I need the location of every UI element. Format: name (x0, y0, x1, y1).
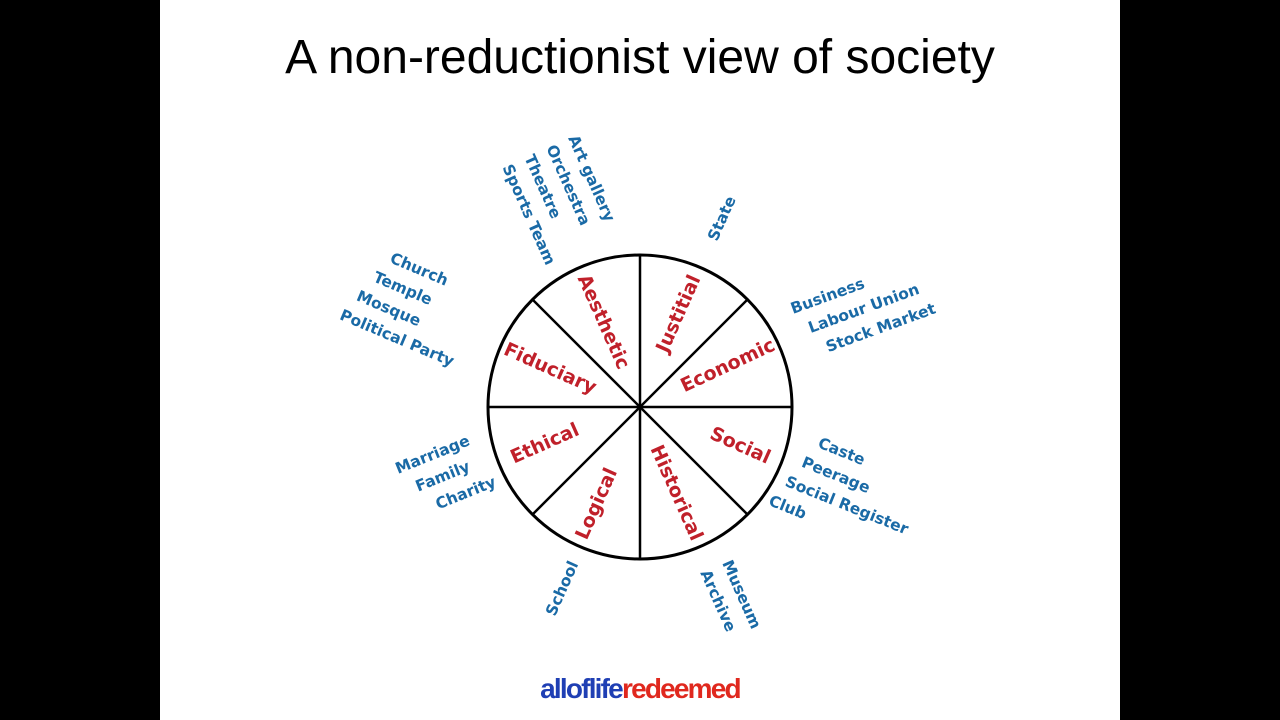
examples-aesthetic: Art gallery Orchestra Theatre Sports Tea… (499, 132, 619, 267)
example-item: State (704, 193, 740, 243)
wheel-spokes (488, 255, 792, 559)
segment-ethical: Ethical (507, 419, 582, 469)
society-wheel-diagram: Aesthetic Justitial Economic Social Hist… (337, 132, 938, 634)
examples-fiduciary: Church Temple Mosque Political Party (337, 249, 457, 370)
examples-social: Caste Peerage Social Register Club (766, 434, 911, 538)
examples-historical: Museum Archive (696, 557, 764, 634)
spoke-diagonal-b (531, 298, 749, 516)
site-logo: allofliferedeemed (160, 673, 1120, 705)
segment-fiduciary: Fiduciary (501, 338, 601, 399)
example-item: School (542, 558, 582, 618)
slide-title: A non-reductionist view of society (285, 31, 995, 84)
logo-part-1: alloflife (540, 673, 624, 704)
examples-ethical: Marriage Family Charity (393, 432, 499, 514)
segment-justitial: Justitial (651, 272, 705, 358)
examples-logical: School (542, 558, 582, 618)
segment-historical: Historical (646, 442, 708, 544)
examples-justitial: State (704, 193, 740, 243)
logo-part-2: redeemed (621, 673, 742, 704)
segment-economic: Economic (677, 334, 778, 397)
examples-economic: Business Labour Union Stock Market (788, 274, 938, 356)
segment-logical: Logical (571, 465, 622, 543)
segment-aesthetic: Aesthetic (573, 271, 634, 372)
slide: A non-reductionist view of society Aesth… (160, 0, 1120, 720)
segment-social: Social (707, 423, 774, 469)
